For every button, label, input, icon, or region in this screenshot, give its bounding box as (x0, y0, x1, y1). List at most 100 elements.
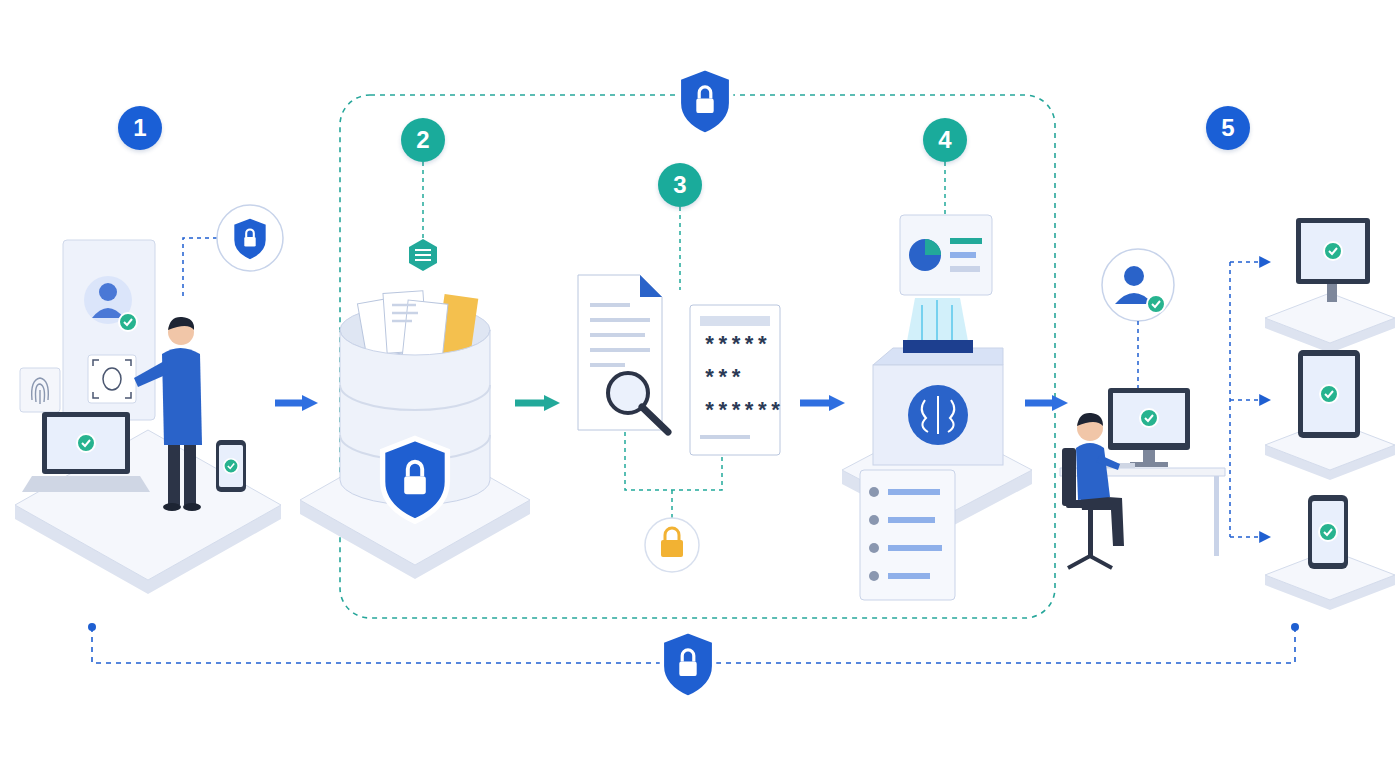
device-check (1324, 242, 1342, 260)
brain-icon (922, 396, 955, 434)
laptop-screen (42, 412, 130, 474)
stored-doc (402, 300, 448, 362)
monitor-screen (1113, 393, 1185, 443)
laptop-display (47, 417, 125, 469)
storage-shield (383, 438, 448, 521)
lock-shackle (665, 528, 679, 541)
leader-line (1137, 321, 1139, 388)
device-phone (1308, 495, 1348, 569)
step-number: 5 (1206, 106, 1250, 150)
leader-line (183, 238, 217, 300)
laptop-check (77, 434, 95, 452)
doc-lines (590, 305, 650, 365)
person-shoe (163, 503, 181, 511)
user-check (1147, 295, 1165, 313)
process-stage: 2 (318, 100, 515, 627)
shield-badge (217, 205, 283, 271)
transit-shield (662, 631, 714, 698)
seated-hair (1077, 413, 1103, 426)
glow-lines (922, 300, 952, 345)
person-hair (168, 317, 194, 330)
fingerprint (32, 378, 49, 404)
flow-arrow (275, 400, 302, 407)
seated-arm (1096, 455, 1120, 470)
chart-bar (950, 266, 980, 272)
step-number: 3 (658, 163, 702, 207)
row-bars (888, 492, 942, 576)
seated-legs (1080, 495, 1124, 546)
person-shoe (183, 503, 201, 511)
cube-front (873, 365, 1003, 465)
ai-chip (903, 340, 973, 353)
desk-leg (1214, 476, 1219, 556)
device-monitor (1296, 218, 1370, 284)
distribution-arrow (1230, 261, 1270, 263)
step-number: 1 (118, 106, 162, 150)
identity-shield (233, 217, 267, 261)
chair-base (1068, 556, 1112, 568)
chart-bar (950, 252, 976, 258)
user-head (1124, 266, 1144, 286)
avatar-head (99, 283, 117, 301)
chair-back (1062, 448, 1076, 506)
monitor-base (1130, 462, 1168, 467)
fingerprint-card (20, 368, 60, 412)
person-arm (134, 360, 170, 387)
process-stage: 4 (845, 100, 1025, 627)
leader-line (422, 162, 424, 239)
zone-shield (679, 68, 731, 135)
step-number: 2 (401, 118, 445, 162)
leader-line (625, 432, 722, 518)
doc-lines (392, 305, 418, 321)
device-tablet (1298, 350, 1360, 438)
scan-face (103, 368, 121, 390)
distribution-arrow (1230, 536, 1270, 538)
device-screen (1303, 356, 1355, 432)
pie-slice (925, 239, 941, 255)
leader-line (944, 162, 946, 215)
masked-text: ****** (703, 401, 782, 425)
doc-lines (700, 435, 750, 439)
process-stage: 3 (560, 100, 800, 627)
brain-badge (908, 385, 968, 445)
flow-arrow (515, 400, 544, 407)
face-scan (88, 355, 136, 403)
chart-panel (900, 215, 992, 295)
row-icon (869, 571, 879, 581)
magnifier-handle (642, 407, 668, 432)
row-icon (869, 515, 879, 525)
person-torso (162, 348, 202, 445)
phone (216, 440, 246, 492)
monitor (1108, 388, 1190, 450)
scan-corners (93, 360, 131, 398)
seated-torso (1076, 443, 1110, 500)
server-lines (415, 250, 431, 260)
connectors (92, 403, 1295, 663)
monitor-check (1140, 409, 1158, 427)
process-stage: 1 (10, 100, 275, 627)
distribution-arrow (1230, 399, 1270, 401)
device-screen (1312, 501, 1344, 563)
process-stage: 5 (1068, 100, 1390, 627)
chart-bar (950, 238, 982, 244)
flow-arrow (1025, 400, 1052, 407)
monitor-stand (1143, 450, 1155, 464)
verified-check (119, 313, 137, 331)
phone-screen (219, 445, 243, 487)
device-check (1320, 385, 1338, 403)
avatar-body (92, 308, 124, 318)
row-icon (869, 543, 879, 553)
flow-arrow (800, 400, 829, 407)
chair-stem (1088, 508, 1093, 556)
masked-text: *** (703, 368, 743, 392)
person-leg (168, 440, 180, 505)
user-badge (1102, 249, 1174, 321)
server-icon (409, 239, 437, 271)
platform-top (300, 435, 530, 565)
step-number: 4 (923, 118, 967, 162)
person-leg (184, 440, 196, 505)
